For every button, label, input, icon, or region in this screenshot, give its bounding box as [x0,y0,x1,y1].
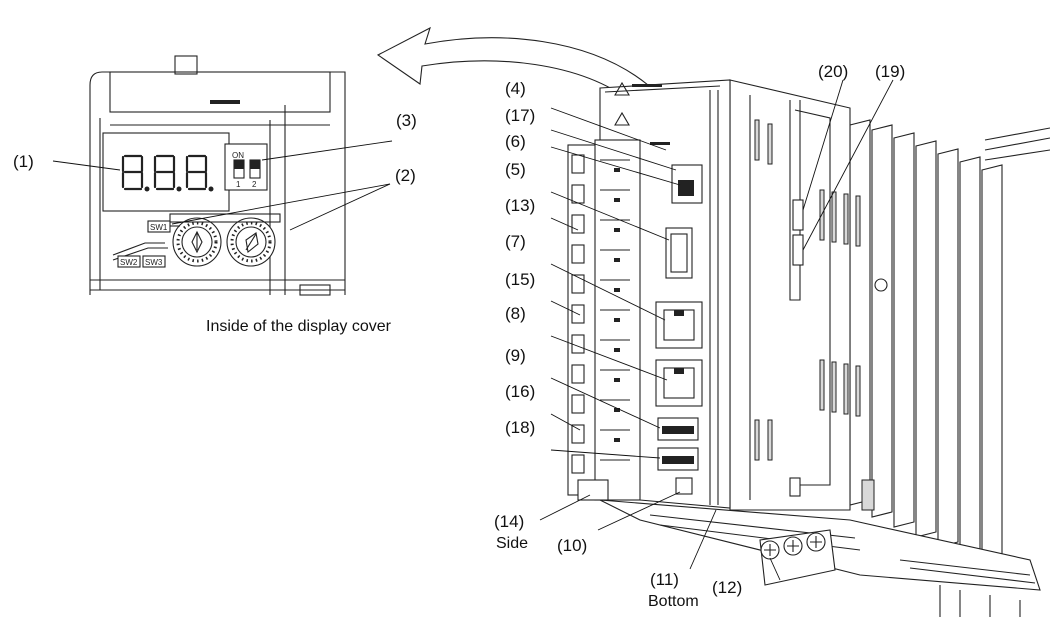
label-5: (5) [505,160,526,179]
label-8: (8) [505,304,526,323]
vent-slots [754,119,861,461]
label-12: (12) [712,578,742,597]
label-13: (13) [505,196,535,215]
ethernet-port-1 [655,301,703,349]
caption-inside-cover: Inside of the display cover [206,318,392,335]
rotary-switch-sw3 [226,217,276,267]
sw1-label: SW1 [150,223,168,232]
label-2: (2) [395,166,416,185]
dip-switch: ON 1 2 [224,143,268,191]
label-7: (7) [505,232,526,251]
sw2-label: SW2 [120,258,138,267]
label-10: (10) [557,536,587,555]
label-3: (3) [396,111,417,130]
captions: Inside of the display cover Side Bottom [206,318,699,610]
label-9: (9) [505,346,526,365]
ethernet-port-2 [655,359,703,407]
heat-sink-fins [849,119,1003,566]
mounting-hole [874,278,888,292]
rotary-switch-sw2 [172,217,222,267]
label-15: (15) [505,270,535,289]
label-20: (20) [818,62,848,81]
cn-slot-lower [792,234,804,266]
label-19: (19) [875,62,905,81]
terminal-block [567,139,641,501]
ground-screws [759,529,836,586]
label-1: (1) [13,152,34,171]
callout-labels: (1) (2) (3) (4) (5) (6) (7) (8) (9) (10)… [13,62,905,597]
dip-1-label: 1 [236,180,241,189]
label-4: (4) [505,79,526,98]
sw3-label: SW3 [145,258,163,267]
display-cover-inset: ON 1 2 SW1 SW2 [89,55,346,296]
digit-3 [185,154,214,192]
leader-lines [52,79,894,581]
cn-bottom [675,477,693,495]
caption-bottom: Bottom [648,593,699,610]
digit-2 [153,154,182,192]
label-11: (11) [650,570,679,589]
label-16: (16) [505,382,535,401]
cn-slot-upper [792,199,804,231]
label-18: (18) [505,418,535,437]
digit-1 [121,154,150,192]
servo-amplifier-unit [567,79,1050,617]
display-cover-arrow [376,26,649,103]
label-6: (6) [505,132,526,151]
dip-2-label: 2 [252,180,257,189]
dip-on-label: ON [232,151,244,160]
label-17: (17) [505,106,535,125]
label-14: (14) [494,512,524,531]
caption-side: Side [496,535,528,552]
